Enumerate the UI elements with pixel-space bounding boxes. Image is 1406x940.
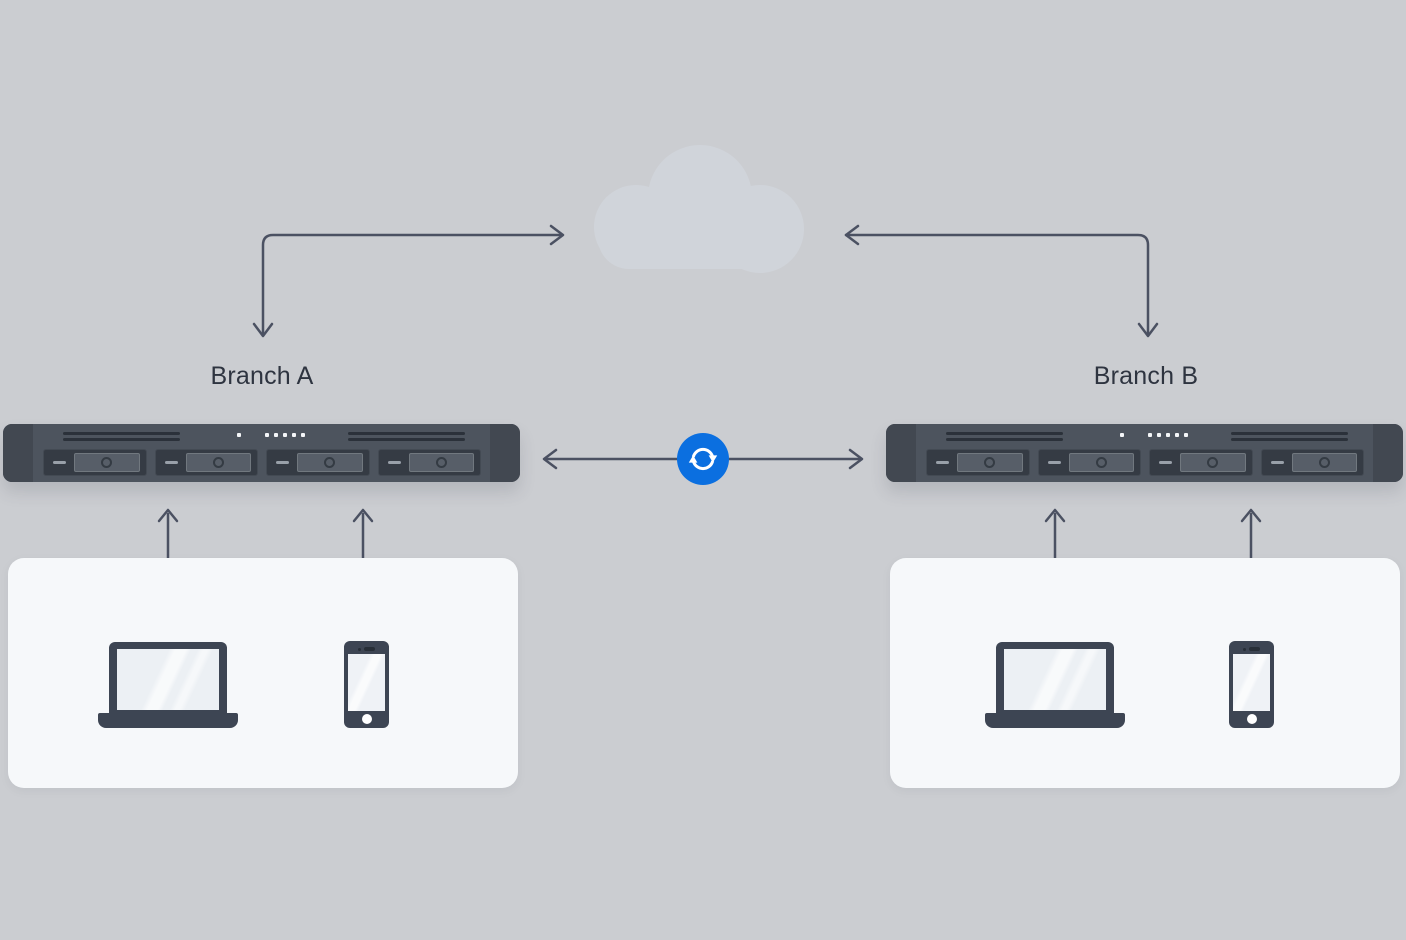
laptop-display <box>117 649 219 710</box>
drive-bay <box>377 449 481 476</box>
sync-icon <box>688 448 718 470</box>
bay-lock-icon <box>101 457 113 468</box>
cloud-icon <box>594 145 804 273</box>
drive-bay <box>1260 449 1364 476</box>
bay-handle <box>936 461 949 464</box>
drive-bays <box>926 449 1364 476</box>
bay-lock-icon <box>212 457 224 468</box>
bay-lock-icon <box>324 457 336 468</box>
bay-tray <box>408 453 474 472</box>
server-end-cap <box>886 424 916 482</box>
bay-handle <box>387 461 401 464</box>
bay-handle <box>164 461 178 464</box>
laptop-icon <box>98 642 238 729</box>
sync-badge <box>677 433 729 485</box>
smartphone-icon <box>344 641 389 728</box>
laptop-icon <box>985 642 1125 729</box>
laptop-display <box>1004 649 1106 710</box>
phone-home-button <box>361 714 372 724</box>
server-end-cap <box>3 424 33 482</box>
bay-tray <box>1291 453 1357 472</box>
bay-handle <box>276 461 289 464</box>
phone-camera-dot <box>358 648 361 651</box>
smartphone-icon <box>1229 641 1274 728</box>
drive-bay <box>43 449 147 476</box>
power-led <box>237 433 241 437</box>
bay-lock-icon <box>1207 457 1219 468</box>
bay-tray <box>185 453 251 472</box>
drive-bay <box>1037 449 1141 476</box>
power-led <box>1120 433 1124 437</box>
laptop-base <box>985 713 1125 728</box>
branch-a-label: Branch A <box>210 362 314 390</box>
vent-grille <box>1231 432 1348 444</box>
phone-speaker <box>1249 647 1260 651</box>
status-leds <box>265 433 305 437</box>
bay-lock-icon <box>984 457 996 468</box>
bay-handle <box>1159 461 1172 464</box>
bay-tray <box>957 453 1023 472</box>
bay-handle <box>53 461 66 464</box>
nas-server-b <box>886 424 1403 482</box>
client-panel-b <box>890 558 1400 788</box>
client-panel-a <box>8 558 518 788</box>
phone-home-button <box>1246 714 1257 724</box>
status-leds <box>1148 433 1188 437</box>
vent-grille <box>946 432 1063 444</box>
phone-speaker <box>364 647 375 651</box>
phone-screen <box>1233 654 1270 711</box>
drive-bays <box>43 449 481 476</box>
drive-bay <box>266 449 370 476</box>
bay-tray <box>74 453 140 472</box>
server-end-cap <box>1373 424 1403 482</box>
vent-grille <box>63 432 180 444</box>
drive-bay <box>926 449 1030 476</box>
bay-tray <box>1180 453 1246 472</box>
nas-server-a <box>3 424 520 482</box>
drive-bay <box>154 449 258 476</box>
laptop-screen <box>109 642 227 715</box>
branch-b-label: Branch B <box>1093 362 1199 390</box>
bay-lock-icon <box>1095 457 1107 468</box>
vent-grille <box>348 432 465 444</box>
bay-tray <box>297 453 363 472</box>
branch-b-cloud-arrow <box>844 224 1159 338</box>
phone-screen <box>348 654 385 711</box>
laptop-base <box>98 713 238 728</box>
bay-lock-icon <box>435 457 447 468</box>
branch-a-cloud-arrow <box>252 224 565 338</box>
bay-handle <box>1047 461 1061 464</box>
bay-lock-icon <box>1318 457 1330 468</box>
phone-camera-dot <box>1243 648 1246 651</box>
server-end-cap <box>490 424 520 482</box>
drive-bay <box>1149 449 1253 476</box>
laptop-screen <box>996 642 1114 715</box>
bay-tray <box>1068 453 1134 472</box>
bay-handle <box>1270 461 1284 464</box>
